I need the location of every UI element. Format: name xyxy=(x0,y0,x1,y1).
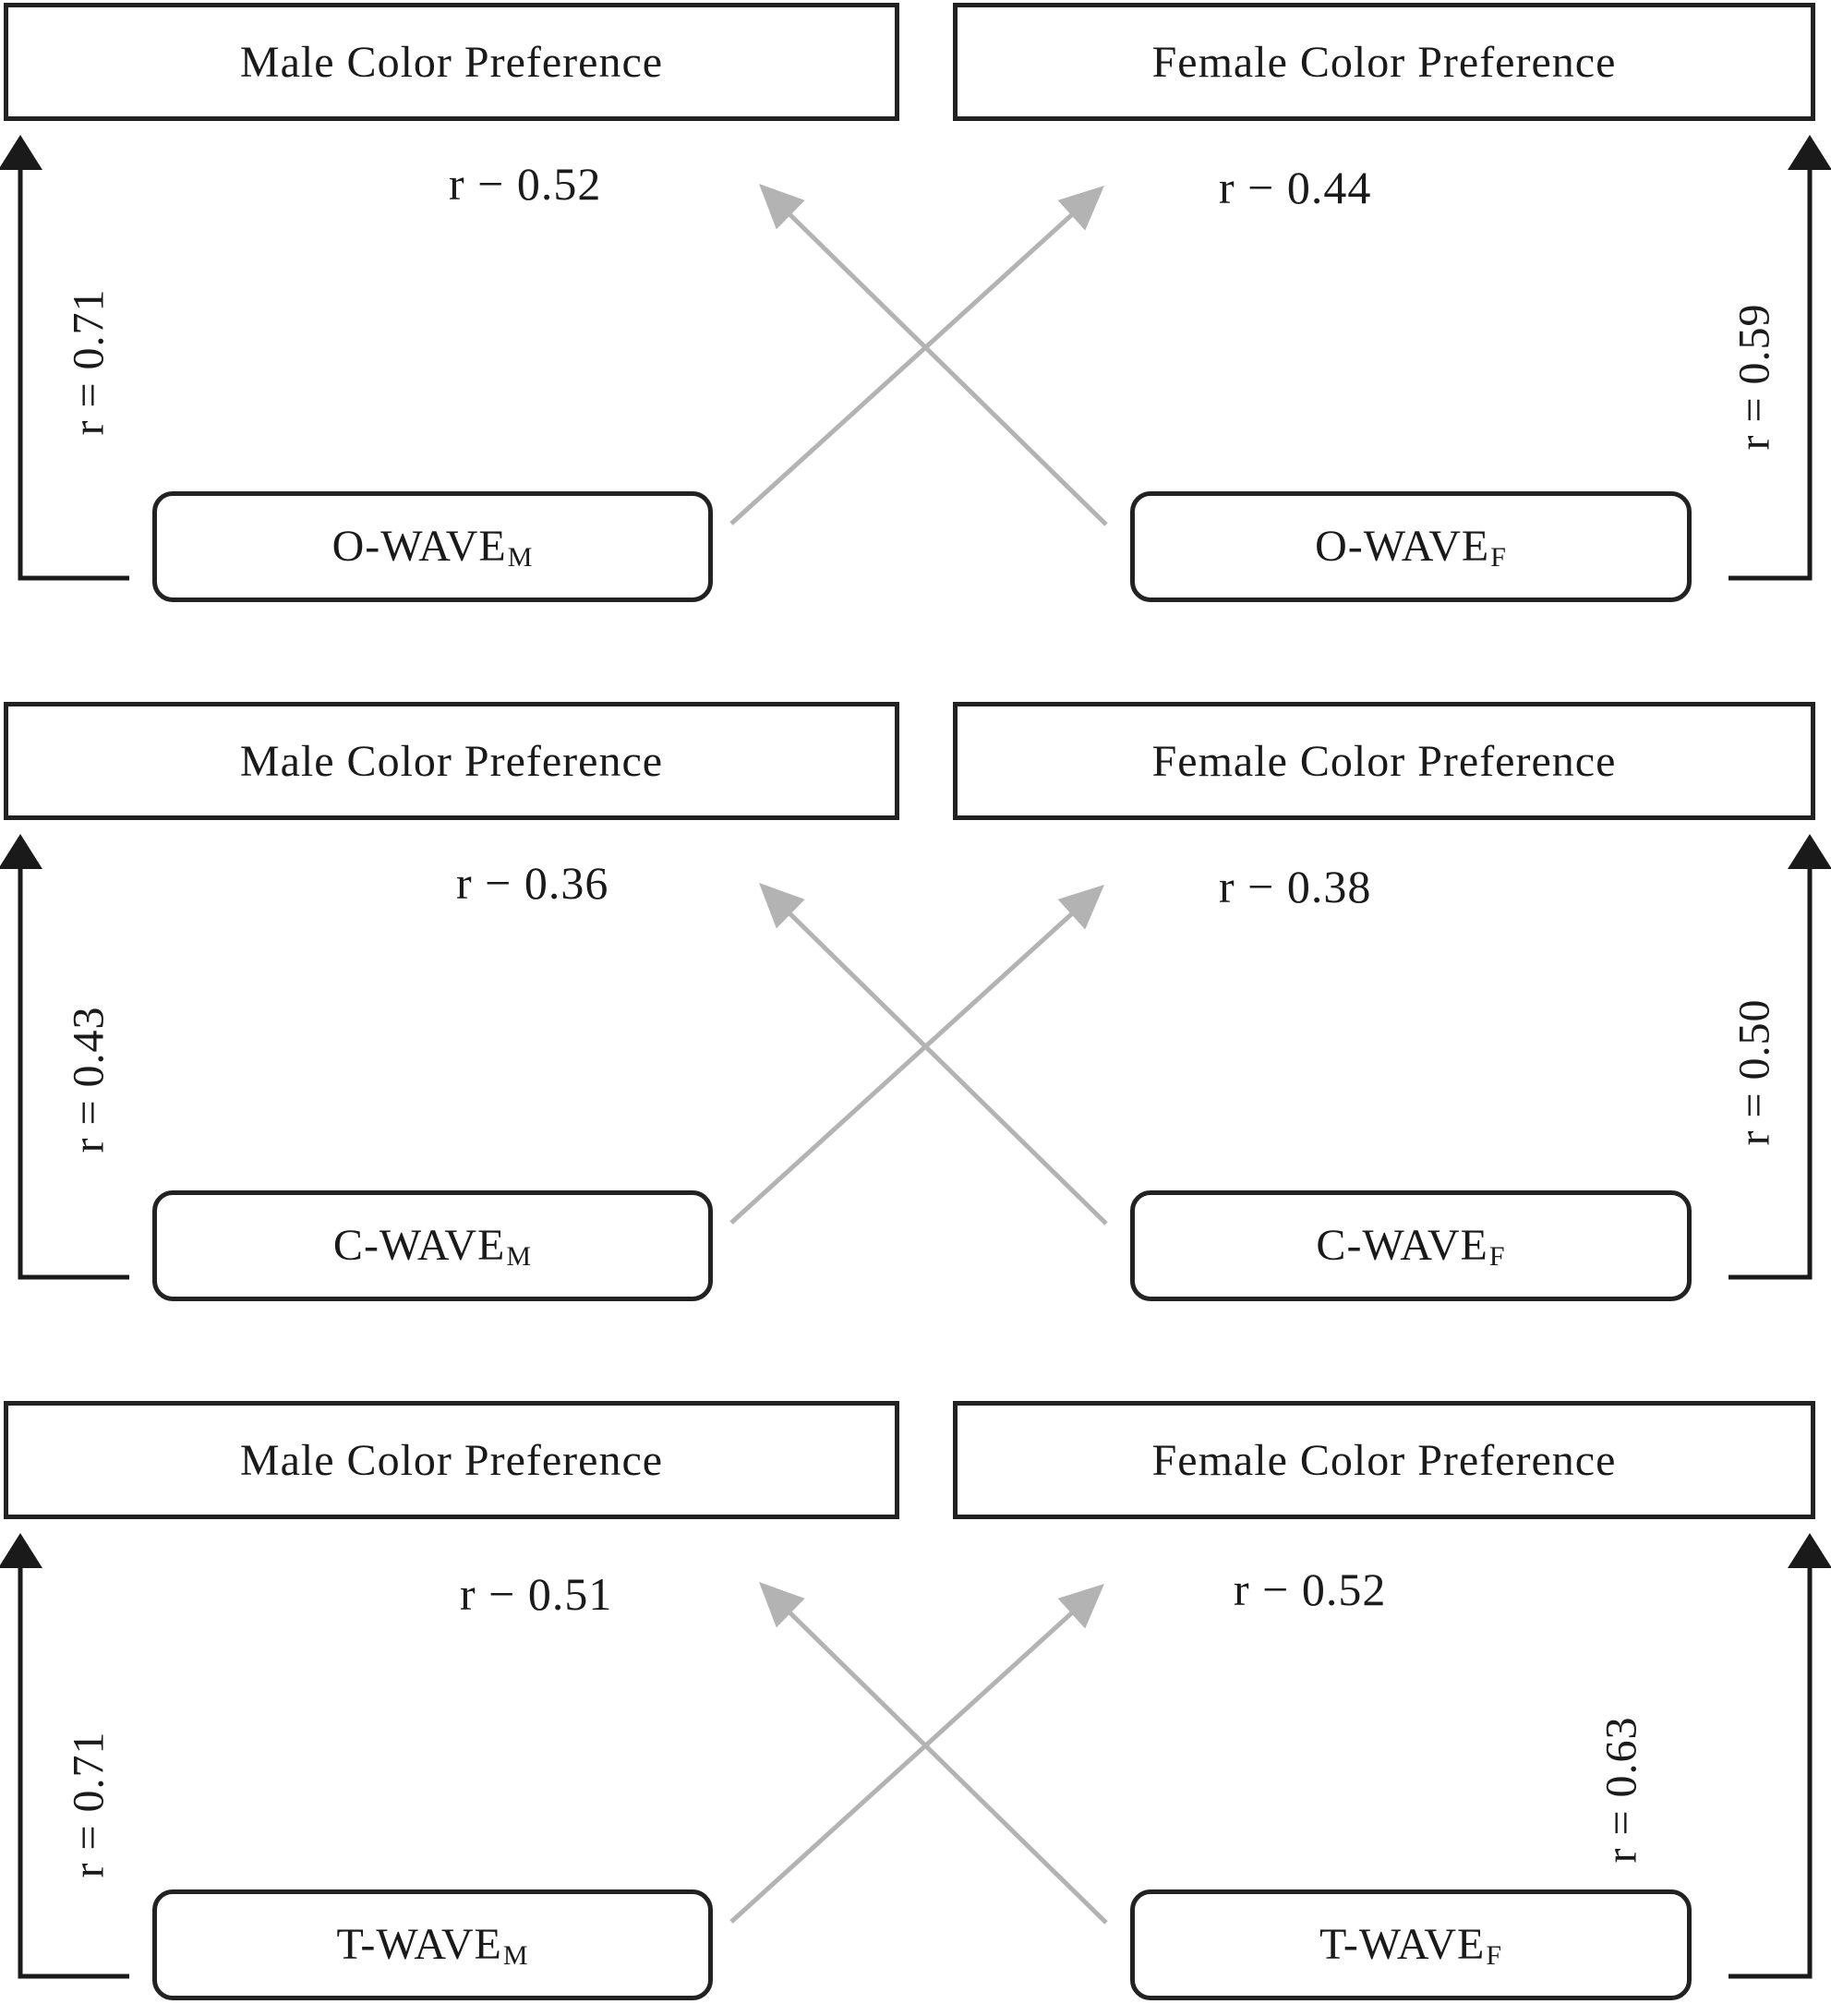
male-color-preference-label: Male Color Preference xyxy=(239,1435,664,1485)
cross-arrow-male-to-female-head xyxy=(1057,885,1104,930)
female-color-preference-box: Female Color Preference xyxy=(953,702,1815,820)
c-wave-female-label: C-WAVEF xyxy=(1316,1220,1506,1272)
cross-arrow-male-to-female-line xyxy=(729,1605,1080,1924)
direct-arrow-male-line xyxy=(18,865,129,1280)
cross-arrow-male-to-female-line xyxy=(729,207,1080,525)
male-color-preference-label: Male Color Preference xyxy=(239,736,664,786)
direct-arrow-male-head xyxy=(0,834,42,869)
direct-arrow-male-head xyxy=(0,135,42,170)
female-color-preference-box: Female Color Preference xyxy=(953,3,1815,121)
cross-arrow-female-to-male-line xyxy=(782,207,1108,526)
c-wave-male-box: C-WAVEM xyxy=(152,1190,713,1301)
c-wave-female-box: C-WAVEF xyxy=(1130,1190,1692,1301)
direct-arrow-female-head xyxy=(1788,1533,1831,1568)
direct-arrow-female-line xyxy=(1729,166,1813,581)
r-female-to-male-label: r − 0.36 xyxy=(456,857,609,909)
r-male-to-female-label: r − 0.38 xyxy=(1219,861,1372,912)
o-wave-female-box: O-WAVEF xyxy=(1130,491,1692,602)
r-female-direct-label: r = 0.50 xyxy=(1729,998,1779,1146)
direct-arrow-female-line xyxy=(1729,1564,1813,1979)
panel-t-wave: Male Color Preference Female Color Prefe… xyxy=(0,1398,1831,2000)
male-color-preference-box: Male Color Preference xyxy=(4,3,899,121)
female-color-preference-label: Female Color Preference xyxy=(1151,1435,1617,1485)
male-color-preference-label: Male Color Preference xyxy=(239,37,664,87)
c-wave-male-label: C-WAVEM xyxy=(332,1220,533,1272)
o-wave-female-label: O-WAVEF xyxy=(1315,521,1507,573)
r-male-to-female-label: r − 0.44 xyxy=(1219,162,1372,213)
male-color-preference-box: Male Color Preference xyxy=(4,1401,899,1519)
direct-arrow-female-line xyxy=(1729,865,1813,1280)
r-female-to-male-label: r − 0.51 xyxy=(460,1568,613,1620)
cross-arrow-female-to-male-line xyxy=(782,1605,1108,1925)
r-female-direct-label: r = 0.59 xyxy=(1729,303,1779,451)
t-wave-male-box: T-WAVEM xyxy=(152,1889,713,2000)
o-wave-male-box: O-WAVEM xyxy=(152,491,713,602)
t-wave-female-label: T-WAVEF xyxy=(1319,1919,1503,1971)
panel-o-wave: Male Color Preference Female Color Prefe… xyxy=(0,0,1831,602)
t-wave-female-box: T-WAVEF xyxy=(1130,1889,1692,2000)
r-female-to-male-label: r − 0.52 xyxy=(449,158,602,210)
direct-arrow-male-line xyxy=(18,1564,129,1979)
cross-arrow-female-to-male-line xyxy=(782,906,1108,1225)
r-male-direct-label: r = 0.71 xyxy=(64,288,114,436)
r-female-direct-label: r = 0.63 xyxy=(1596,1716,1646,1864)
direct-arrow-male-line xyxy=(18,166,129,581)
male-color-preference-box: Male Color Preference xyxy=(4,702,899,820)
cross-arrow-male-to-female-line xyxy=(729,906,1080,1225)
cross-arrow-male-to-female-head xyxy=(1057,1584,1104,1629)
cross-arrow-male-to-female-head xyxy=(1057,186,1104,231)
cross-arrow-female-to-male-head xyxy=(759,883,805,929)
r-male-to-female-label: r − 0.52 xyxy=(1234,1563,1387,1615)
o-wave-male-label: O-WAVEM xyxy=(331,521,534,573)
female-color-preference-label: Female Color Preference xyxy=(1151,736,1617,786)
panel-c-wave: Male Color Preference Female Color Prefe… xyxy=(0,699,1831,1301)
r-male-direct-label: r = 0.71 xyxy=(64,1731,114,1878)
direct-arrow-female-head xyxy=(1788,834,1831,869)
cross-arrow-female-to-male-head xyxy=(759,1582,805,1628)
female-color-preference-label: Female Color Preference xyxy=(1151,37,1617,87)
r-male-direct-label: r = 0.43 xyxy=(64,1006,114,1153)
direct-arrow-male-head xyxy=(0,1533,42,1568)
t-wave-male-label: T-WAVEM xyxy=(336,1919,529,1971)
cross-arrow-female-to-male-head xyxy=(759,184,805,230)
direct-arrow-female-head xyxy=(1788,135,1831,170)
female-color-preference-box: Female Color Preference xyxy=(953,1401,1815,1519)
